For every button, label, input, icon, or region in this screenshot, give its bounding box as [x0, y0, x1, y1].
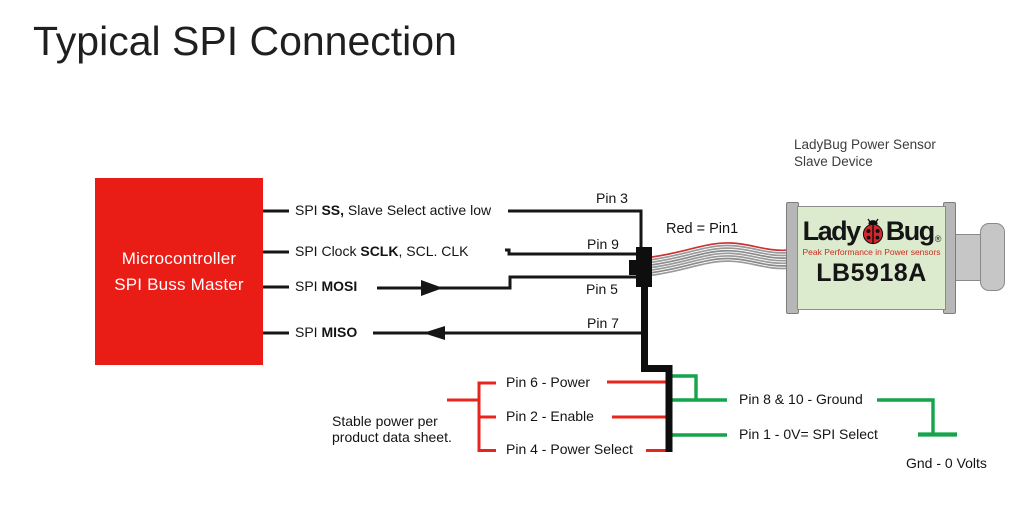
master-label-line2: SPI Buss Master: [114, 274, 244, 294]
pin2-enable-label: Pin 2 - Enable: [506, 408, 594, 424]
pin4-select-label: Pin 4 - Power Select: [506, 441, 633, 457]
miso-arrow-icon: [423, 326, 445, 340]
mosi-label-bold: MOSI: [321, 278, 358, 294]
sclk-label-post: , SCL. CLK: [398, 243, 469, 259]
sensor-body: Lady Bug ® Peak Performance in Power sen…: [797, 206, 946, 310]
registered-mark: ®: [934, 234, 942, 244]
mosi-label-pre: SPI: [295, 278, 322, 294]
red-pin1-label: Red = Pin1: [666, 221, 739, 237]
ss-label-bold: SS,: [321, 202, 345, 218]
pin8-ground-label: Pin 8 & 10 - Ground: [739, 391, 863, 407]
ground-loop-wire: [671, 374, 698, 399]
pin9-label: Pin 9: [587, 236, 619, 252]
ss-wire: [508, 209, 643, 248]
power-note: Stable power per product data sheet.: [332, 413, 452, 445]
power-note-line1: Stable power per: [332, 413, 438, 429]
rf-connector-tip: [980, 223, 1005, 291]
device-header-line1: LadyBug Power Sensor: [794, 137, 936, 152]
pin1-spi-select-label: Pin 1 - 0V= SPI Select: [739, 426, 878, 442]
device-model: LB5918A: [816, 259, 927, 287]
logo-text-right: Bug: [885, 215, 935, 246]
mosi-arrow-icon: [421, 280, 443, 296]
miso-label: SPI MISO: [295, 325, 357, 340]
ladybug-logo: Lady Bug ®: [802, 215, 942, 246]
sclk-label-pre: SPI Clock: [295, 243, 361, 259]
mosi-label: SPI MOSI: [295, 279, 357, 294]
miso-label-pre: SPI: [295, 324, 322, 340]
sclk-label-bold: SCLK: [360, 243, 399, 259]
logo-text-left: Lady: [802, 215, 862, 246]
gnd-volts-label: Gnd - 0 Volts: [906, 455, 987, 471]
bus-trunk-wire: [641, 286, 673, 452]
idc-connector-latch: [629, 260, 637, 275]
spi-signal-wires: [263, 209, 645, 335]
device-header: LadyBug Power Sensor Slave Device: [794, 137, 936, 170]
ss-label-pre: SPI: [295, 202, 322, 218]
mosi-wire: [377, 275, 637, 290]
pin5-label: Pin 5: [586, 281, 618, 297]
device-tagline: Peak Performance in Power sensors: [802, 247, 941, 257]
ss-label-post: Slave Select active low: [344, 202, 492, 218]
rf-connector-barrel: [955, 234, 983, 281]
master-label-line1: Microcontroller: [121, 248, 237, 268]
sclk-wire: [505, 248, 637, 256]
ground-right-wire: [877, 398, 935, 433]
sclk-label: SPI Clock SCLK, SCL. CLK: [295, 244, 469, 259]
ladybug-icon: [862, 218, 883, 244]
idc-connector: [636, 247, 652, 287]
ground-wires: [671, 374, 957, 437]
pin7-label: Pin 7: [587, 315, 619, 331]
miso-label-bold: MISO: [321, 324, 358, 340]
device-header-line2: Slave Device: [794, 153, 873, 169]
pin3-label: Pin 3: [596, 190, 628, 206]
microcontroller-box: Microcontroller SPI Buss Master: [95, 178, 263, 365]
power-wires: [447, 380, 669, 452]
power-note-line2: product data sheet.: [332, 429, 452, 445]
ss-label: SPI SS, Slave Select active low: [295, 203, 491, 218]
ribbon-cable: [651, 242, 791, 277]
page-title: Typical SPI Connection: [33, 18, 457, 64]
pin6-power-label: Pin 6 - Power: [506, 374, 591, 390]
